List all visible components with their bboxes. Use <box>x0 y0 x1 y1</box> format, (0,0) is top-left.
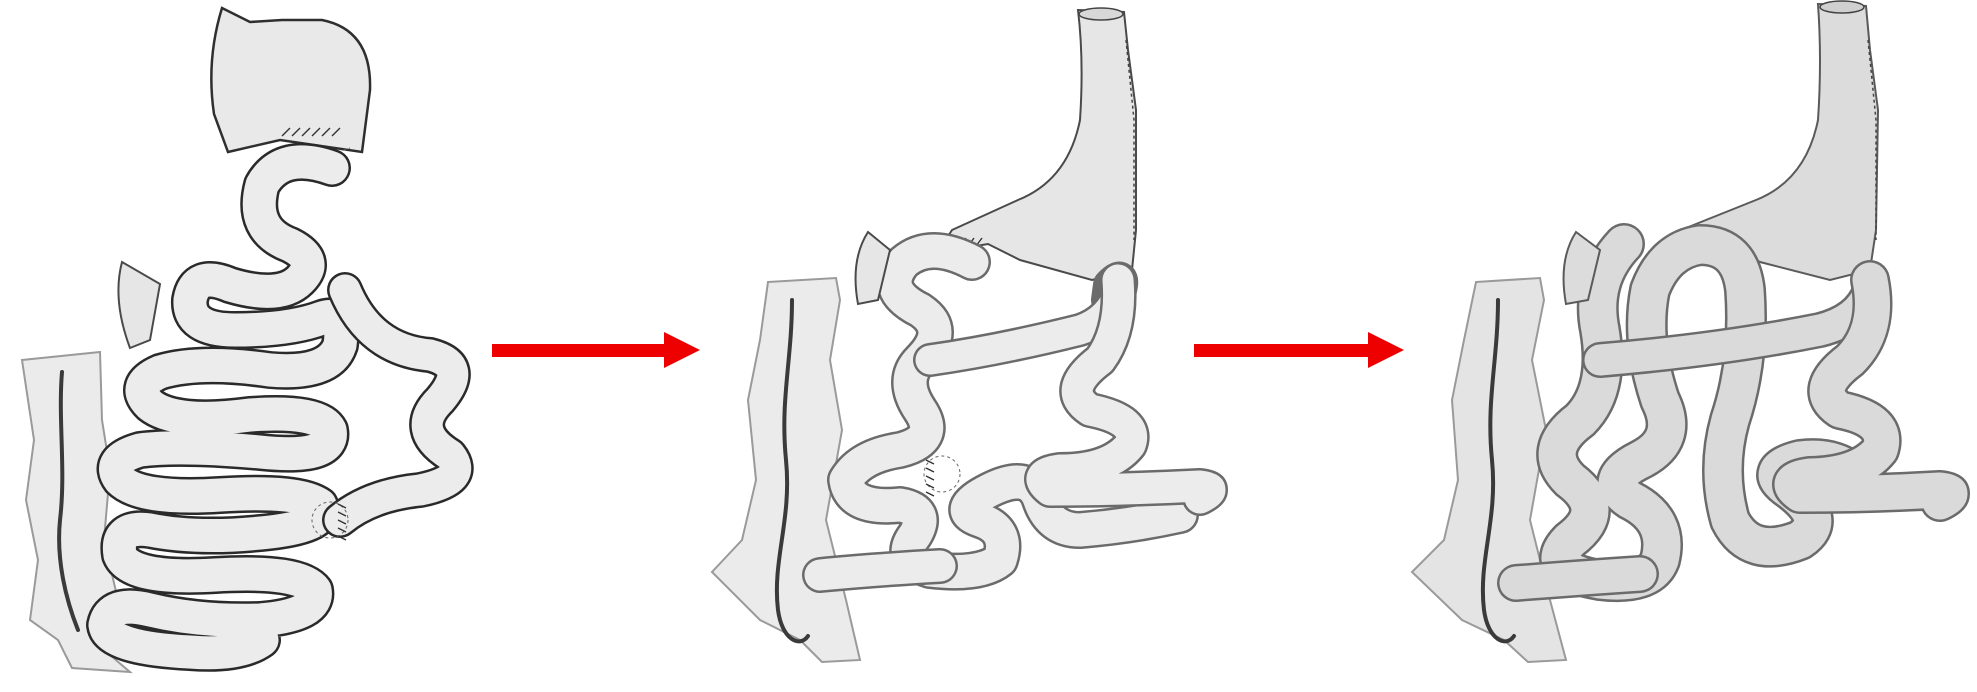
arrow-1 <box>492 332 700 368</box>
bowel-right-fill <box>340 290 456 520</box>
blind-stub <box>118 262 160 348</box>
arrow-2 <box>1194 332 1404 368</box>
panel-1 <box>22 8 456 672</box>
ileum-fill <box>1516 574 1640 583</box>
stomach-remnant <box>211 8 370 152</box>
panel-3 <box>1412 1 1950 662</box>
esophagus-opening <box>1079 8 1123 20</box>
ileum-fill <box>820 566 940 575</box>
panel-2 <box>712 8 1210 662</box>
esophagus-opening <box>1820 1 1864 13</box>
bowel-right-fill <box>1042 280 1210 498</box>
staple-marks-2 <box>926 460 934 496</box>
small-bowel-fill <box>105 162 341 653</box>
